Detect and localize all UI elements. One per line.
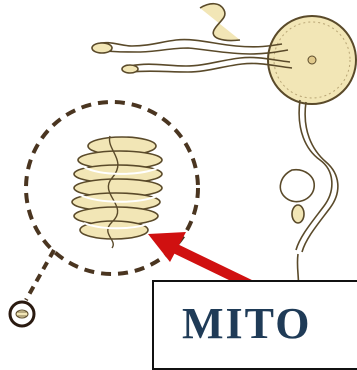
- sperm-head: [268, 16, 356, 104]
- mito-thumbnail-icon: [10, 302, 34, 326]
- label-text: MITO: [182, 302, 311, 346]
- mitochondrial-helix: [72, 136, 162, 248]
- label-box: MITO: [152, 280, 357, 370]
